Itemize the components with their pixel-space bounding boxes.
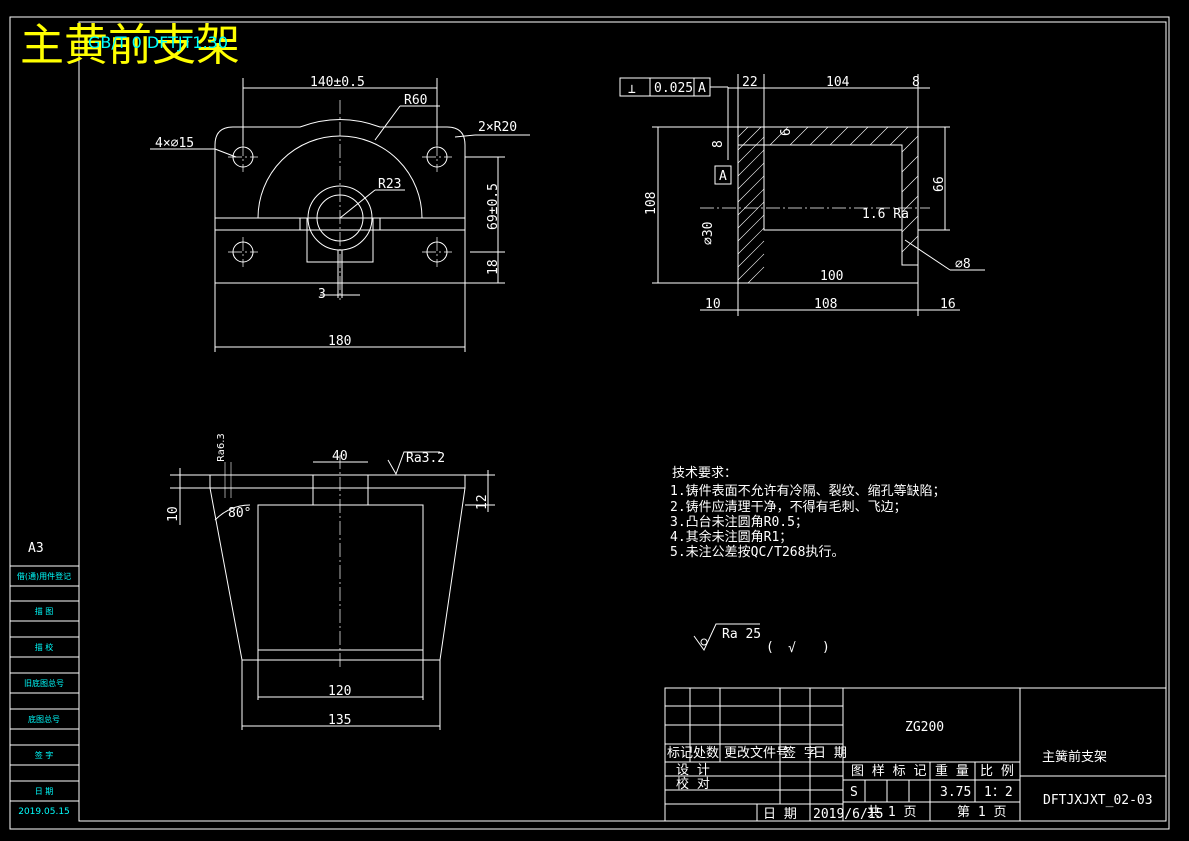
overlay-subtitle: GB/T 0 DFTJT1.30 [88,33,228,52]
dim-r23: R23 [378,177,401,192]
tech-item-2: 2.铸件应清理干净，不得有毛刺、飞边； [670,499,907,515]
strip-label-1: 借(通)用件登记 [17,571,71,581]
dim-18: 18 [486,259,501,275]
tech-requirements: 技术要求： 1.铸件表面不允许有冷隔、裂纹、缩孔等缺陷； 2.铸件应清理干净，不… [670,466,946,560]
strip-label-6: 底图总号 [28,714,60,724]
dim-16: 16 [940,297,956,312]
side-view: ⊥ 0.025 A 22 104 [619,74,985,316]
hdr-sign: 签 字 [783,745,817,761]
tech-item-3: 3.凸台未注圆角R0.5； [670,515,808,530]
tol-value: 0.025 [654,81,693,96]
dim-104: 104 [826,75,850,90]
dim-12: 12 [475,494,490,510]
date-value: 2019/6/15 [813,807,883,822]
overlay-title: 主黄前支架 [20,20,240,71]
hdr-mark: 标记 [667,746,693,761]
dim-3: 3 [318,287,326,302]
dim-120: 120 [328,684,351,699]
dim-8-top: 8 [912,75,920,90]
dim-135: 135 [328,713,351,728]
strip-label-8: 日 期 [35,787,54,796]
ra-1-6: 1.6 Ra [862,207,909,222]
col-weight: 重 量 [935,763,969,779]
scale-value: 1：2 [984,785,1013,800]
design-label: 设 计 [676,763,710,778]
strip-label-4: 描 校 [35,642,54,652]
hdr-change: 更改文件号 [724,746,789,761]
dim-69: 69±0.5 [486,183,501,230]
ra-3-2: Ra3.2 [406,451,445,466]
hdr-count: 处数 [693,746,719,761]
dim-r60: R60 [404,93,427,108]
check-mark: √ [788,641,796,656]
col-scale: 比 例 [980,764,1014,779]
dim-2xr20: 2×R20 [478,120,517,135]
strip-label-5: 旧底图总号 [24,678,64,688]
weight-value: 3.75 [940,785,971,800]
tech-item-5: 5.未注公差按QC/T268执行。 [670,545,844,560]
left-strip: A3 借(通)用件登记 描 图 描 校 旧底图总号 底图总号 签 字 日 期 2… [10,541,79,817]
total-pages: 共 1 页 [867,805,916,820]
outer-frame [9,16,1170,830]
tech-item-1: 1.铸件表面不允许有冷隔、裂纹、缩孔等缺陷； [670,483,946,499]
tech-title: 技术要求： [672,466,737,481]
col-pattern-mark: 图 样 标 记 [851,764,926,779]
dim-10-top: 10 [166,506,181,522]
dim-180: 180 [328,334,351,349]
front-view: 140±0.5 R60 4×∅15 2×R20 R23 69±0.5 18 3 … [150,75,530,352]
paren-open: ( [766,640,774,655]
dim-40: 40 [332,449,348,464]
sheet-size: A3 [28,541,44,556]
tech-item-4: 4.其余未注圆角R1； [670,529,792,545]
dim-8-left: 8 [711,140,726,148]
date-label: 日 期 [763,807,797,822]
tol-symbol: ⊥ [628,82,636,97]
drawing-number: DFTJXJXT_02-03 [1043,793,1153,808]
top-view: Ra6.3 40 Ra3.2 10 12 80° 120 135 [166,433,495,730]
title-block: 标记 处数 更改文件号 签 字 日 期 设 计 校 对 日 期 2019/6/1… [664,687,1167,822]
strip-label-3: 描 图 [35,606,54,616]
dim-10: 10 [705,297,721,312]
dim-6: 6 [779,128,794,136]
mark-s: S [850,785,858,800]
dim-108-h: 108 [644,192,659,215]
ra-small: Ra6.3 [216,433,227,462]
datum-a: A [719,169,727,184]
dim-100: 100 [820,269,843,284]
dim-bore: ∅30 [701,222,716,245]
page-number: 第 1 页 [957,805,1006,820]
material: ZG200 [905,720,944,735]
dim-80deg: 80° [228,506,251,521]
inner-frame [78,21,1167,822]
hdr-date: 日 期 [813,746,847,761]
tol-datum: A [698,81,706,96]
dim-hole-8: ∅8 [955,257,971,272]
dim-4x15: 4×∅15 [155,136,194,151]
dim-140: 140±0.5 [310,75,365,90]
check-label: 校 对 [676,776,710,792]
dim-66: 66 [932,176,947,192]
dim-108-w: 108 [814,297,837,312]
surface-ra: Ra 25 [722,627,761,642]
strip-date: 2019.05.15 [18,807,70,817]
strip-label-7: 签 字 [35,750,54,760]
surface-note: Ra 25 ( √ ) [693,623,830,656]
paren-close: ) [822,640,830,655]
dim-22: 22 [742,75,758,90]
part-name: 主簧前支架 [1042,749,1107,765]
